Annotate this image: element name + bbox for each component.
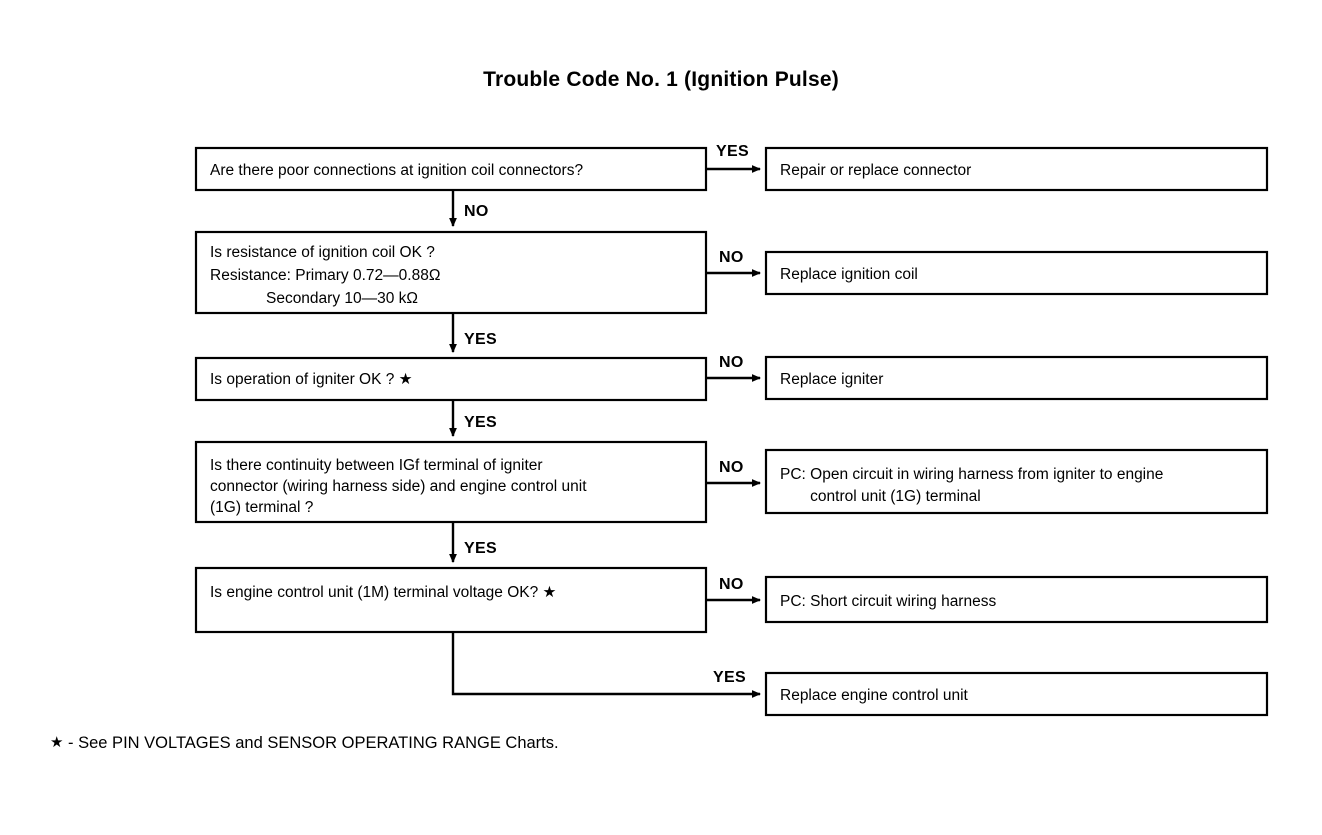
branch-label-no-q2: NO bbox=[719, 249, 744, 266]
question-q4-line-2: connector (wiring harness side) and engi… bbox=[210, 478, 587, 495]
result-box-r3[interactable]: Replace igniter bbox=[764, 355, 1269, 401]
result-box-r2[interactable]: Replace ignition coil bbox=[764, 250, 1269, 296]
result-r1-line-1: Repair or replace connector bbox=[780, 162, 971, 179]
result-r2-line-1: Replace ignition coil bbox=[780, 266, 918, 283]
branch-label-yes-q4: YES bbox=[464, 540, 497, 557]
question-q5-line-1: Is engine control unit (1M) terminal vol… bbox=[210, 584, 557, 601]
result-r5-line-1: PC: Short circuit wiring harness bbox=[780, 593, 996, 610]
question-q4-line-1: Is there continuity between IGf terminal… bbox=[210, 457, 543, 474]
result-box-r1[interactable]: Repair or replace connector bbox=[764, 146, 1269, 192]
branch-label-no-q3: NO bbox=[719, 354, 744, 371]
result-r3-line-1: Replace igniter bbox=[780, 371, 883, 388]
page-title: Trouble Code No. 1 (Ignition Pulse) bbox=[483, 68, 839, 91]
question-q2-line-3: Secondary 10—30 kΩ bbox=[210, 290, 418, 307]
result-r4-line-1: PC: Open circuit in wiring harness from … bbox=[780, 466, 1163, 483]
question-box-q4[interactable]: Is there continuity between IGf terminal… bbox=[194, 440, 708, 524]
result-r6-line-1: Replace engine control unit bbox=[780, 687, 969, 704]
branch-label-yes-q2: YES bbox=[464, 331, 497, 348]
result-box-r5[interactable]: PC: Short circuit wiring harness bbox=[764, 575, 1269, 624]
branch-label-yes-q3: YES bbox=[464, 414, 497, 431]
question-q2-line-2: Resistance: Primary 0.72—0.88Ω bbox=[210, 267, 440, 284]
connector-q5-yes bbox=[451, 632, 761, 698]
branch-label-yes-q1: YES bbox=[716, 143, 749, 160]
question-box-q2[interactable]: Is resistance of ignition coil OK ? Resi… bbox=[194, 230, 708, 315]
question-box-q3[interactable]: Is operation of igniter OK ? ★ bbox=[194, 356, 708, 402]
branch-label-no-q5: NO bbox=[719, 576, 744, 593]
question-q4-line-3: (1G) terminal ? bbox=[210, 499, 314, 516]
footnote-text: - See PIN VOLTAGES and SENSOR OPERATING … bbox=[63, 734, 559, 752]
question-q3-line-1: Is operation of igniter OK ? ★ bbox=[210, 371, 413, 388]
branch-label-yes-q5: YES bbox=[713, 669, 746, 686]
result-box-r4[interactable]: PC: Open circuit in wiring harness from … bbox=[764, 448, 1269, 515]
footnote: ★ - See PIN VOLTAGES and SENSOR OPERATIN… bbox=[50, 733, 559, 753]
result-box-r6[interactable]: Replace engine control unit bbox=[764, 671, 1269, 717]
question-box-q1[interactable]: Are there poor connections at ignition c… bbox=[194, 146, 708, 192]
star-icon: ★ bbox=[50, 734, 64, 751]
branch-label-no-q1: NO bbox=[464, 203, 489, 220]
question-box-q5[interactable]: Is engine control unit (1M) terminal vol… bbox=[194, 566, 708, 634]
question-q2-line-1: Is resistance of ignition coil OK ? bbox=[210, 244, 435, 261]
result-r4-line-2: control unit (1G) terminal bbox=[780, 488, 981, 505]
question-q1-line-1: Are there poor connections at ignition c… bbox=[210, 162, 583, 179]
branch-label-no-q4: NO bbox=[719, 459, 744, 476]
